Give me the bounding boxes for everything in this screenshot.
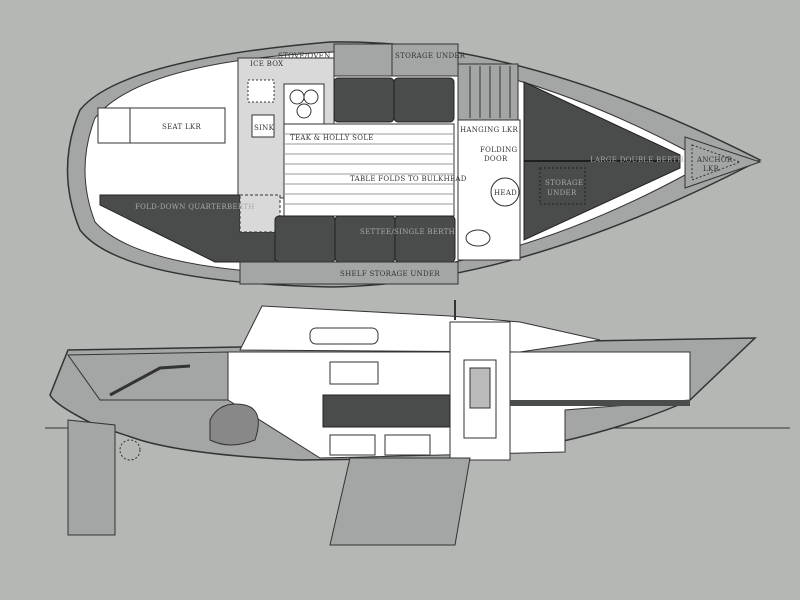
settee-cushion (334, 215, 396, 263)
settee-cushion (393, 77, 455, 123)
label-settee-berth: SETTEE/SINGLE BERTH (360, 228, 455, 236)
label-sink: SINK (254, 124, 275, 132)
plan-view: ICE BOX STOVE/OVEN STORAGE UNDER SEAT LK… (66, 41, 762, 288)
rudder (67, 419, 116, 536)
v-berth-profile (510, 400, 690, 406)
hanging-locker (457, 63, 519, 121)
propeller (119, 439, 141, 461)
anchor-locker-inner (691, 144, 742, 181)
settee-cushion (274, 215, 336, 263)
settee-cushion (333, 77, 395, 123)
burner-icon (303, 89, 319, 105)
tiller (109, 364, 191, 397)
engine (209, 403, 259, 446)
label-folding: FOLDING (480, 146, 518, 154)
head-toilet (490, 177, 520, 207)
drawer (329, 434, 376, 456)
seat-locker (129, 107, 226, 144)
head-sink (465, 229, 491, 247)
label-shelf-storage: SHELF STORAGE UNDER (340, 270, 440, 278)
ice-box (247, 79, 275, 103)
label-storage-fwd: STORAGE (545, 179, 583, 187)
storage-top (333, 43, 393, 77)
label-under-fwd: UNDER (547, 189, 577, 197)
door-louver (469, 367, 491, 409)
label-ice-box: ICE BOX (250, 60, 283, 68)
profile-view (45, 300, 790, 546)
settee-cushion (394, 215, 456, 263)
label-teak-holly-sole: TEAK & HOLLY SOLE (290, 134, 374, 142)
burner-icon (296, 103, 312, 119)
galley-cabinet (329, 361, 379, 385)
settee-profile (322, 394, 451, 428)
label-stove-oven: STOVE/OVEN (278, 52, 331, 60)
label-anchor: ANCHOR (696, 156, 733, 164)
label-storage-under: STORAGE UNDER (395, 52, 466, 60)
shelf-storage (239, 261, 459, 285)
locker-slats (469, 66, 511, 118)
label-seat-lkr: SEAT LKR (162, 123, 201, 131)
label-quarter-berth: FOLD-DOWN QUARTERBERTH (135, 203, 255, 211)
label-door: DOOR (484, 155, 508, 163)
cockpit-seat (97, 107, 131, 144)
label-hanging-lkr: HANGING LKR (460, 126, 518, 134)
drawer (384, 434, 431, 456)
label-head: HEAD (494, 189, 517, 197)
chart-table (239, 194, 281, 233)
label-table-folds: TABLE FOLDS TO BULKHEAD (350, 175, 467, 183)
label-double-berth: LARGE DOUBLE BERTH (590, 156, 684, 164)
label-lkr: LKR (703, 165, 719, 173)
storage-under-top (391, 43, 459, 77)
keel (329, 457, 471, 546)
teak-holly-sole (283, 123, 455, 217)
sink (251, 114, 275, 138)
storage-under-fwd (539, 167, 586, 205)
cabin-window (309, 327, 379, 345)
